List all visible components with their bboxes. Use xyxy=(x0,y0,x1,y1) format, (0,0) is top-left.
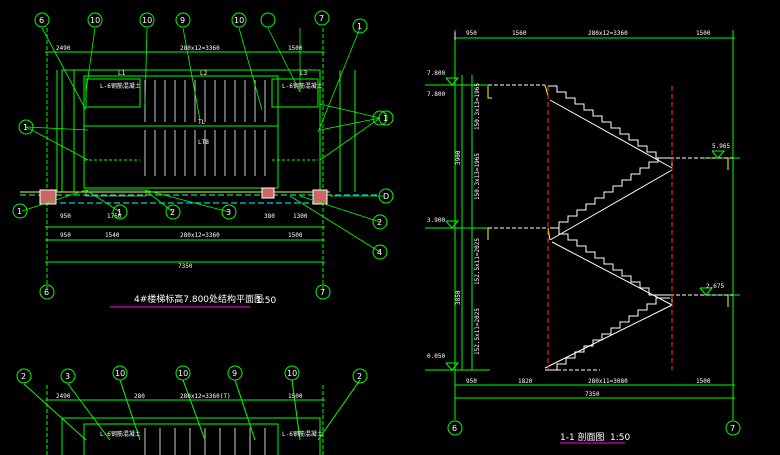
sec-elev-left-1: 7.800 xyxy=(427,91,445,98)
sec-height-2: 3850 xyxy=(455,290,462,305)
plan2-bubble-4: 10 xyxy=(178,369,188,378)
sec-flight-2: 150.3x13=1965 xyxy=(474,153,481,200)
bubble-top-3: 10 xyxy=(142,16,152,25)
plan-bot2-dim-1: 950 xyxy=(60,232,71,239)
section-scale: 1:50 xyxy=(610,433,630,443)
beam-label-ltb: LTB xyxy=(198,139,209,146)
sec-height-1: 3900 xyxy=(455,150,462,165)
plan2-top-dim-4: 1500 xyxy=(288,393,303,400)
sec-top-dim-2: 1560 xyxy=(512,30,527,37)
sec-elev-right-2: 2.675 xyxy=(706,283,724,290)
sec-top-dim-1: 950 xyxy=(466,30,477,37)
plan-view: 2490 280x12=3360 1500 950 1750 380 1300 … xyxy=(20,27,384,308)
sec-elev-left-2: 3.900 xyxy=(427,217,445,224)
bubble-right-2: 1 xyxy=(383,114,388,123)
sec-axis-right: 7 xyxy=(730,424,735,433)
plan2-top-dim-1: 2490 xyxy=(56,393,71,400)
plan2-bubble-3: 10 xyxy=(115,369,125,378)
sec-bot-dim-1: 950 xyxy=(466,378,477,385)
sec-top-dim-3: 280x12=3360 xyxy=(588,30,628,37)
plan-total-dim: 7350 xyxy=(178,263,193,270)
bubble-left-2: 1 xyxy=(17,207,22,216)
plan-bot1-dim-4: 1300 xyxy=(293,213,308,220)
plan-2-text: 2490 280 280x12=3360(T) 1500 L-6钢筋混凝土 L-… xyxy=(21,369,362,438)
plan2-bubble-5: 9 xyxy=(232,369,237,378)
beam-label-tl: TL xyxy=(198,119,206,126)
bubble-left-1: 1 xyxy=(23,123,28,132)
plan2-slab-left: L-6钢筋混凝土 xyxy=(100,430,141,438)
bubble-top-6: 7 xyxy=(319,14,324,23)
section-text: 950 1560 280x12=3360 1500 950 1820 280x1… xyxy=(427,30,735,443)
beam-label-l1: L1 xyxy=(118,70,126,77)
plan2-bubble-1: 2 xyxy=(21,372,26,381)
bubble-top-4: 9 xyxy=(180,16,185,25)
sec-flight-1: 150.3x13=1965 xyxy=(474,83,481,130)
plan2-top-dim-3: 280x12=3360(T) xyxy=(180,393,231,400)
plan-bot2-dim-3: 280x12=3360 xyxy=(180,232,220,239)
plan2-bubble-6: 10 xyxy=(287,369,297,378)
plan2-bubble-2: 3 xyxy=(65,372,70,381)
bubble-top-1: 6 xyxy=(39,16,44,25)
sec-top-dim-4: 1500 xyxy=(696,30,711,37)
plan-bubbles xyxy=(12,10,394,300)
bubble-right-1: 1 xyxy=(357,22,362,31)
slab-label-right: L-6钢筋混凝土 xyxy=(282,82,323,90)
plan-bot1-dim-1: 950 xyxy=(60,213,71,220)
sec-axis-left: 6 xyxy=(452,424,457,433)
sec-flight-3: 152.5x11=2025 xyxy=(474,238,481,285)
slab-label-left: L-6钢筋混凝土 xyxy=(100,82,141,90)
plan-view-2 xyxy=(16,365,368,455)
bubble-bot-1: 1 xyxy=(117,208,122,217)
sec-total-dim: 7350 xyxy=(585,391,600,398)
sec-bot-dim-2: 1820 xyxy=(518,378,533,385)
plan-axis-left: 6 xyxy=(44,288,49,297)
plan-bubble-text: 6 10 10 9 10 7 1 1 1 1 D 2 4 2 3 1 6 7 xyxy=(17,14,389,297)
plan-top-dim-1: 2490 xyxy=(56,45,71,52)
plan-bot1-dim-3: 380 xyxy=(264,213,275,220)
bubble-right-2b: 2 xyxy=(377,218,382,227)
sec-elev-top: 7.800 xyxy=(427,70,445,77)
plan-top-dim-3: 1500 xyxy=(288,45,303,52)
plan-bot2-dim-2: 1540 xyxy=(105,232,120,239)
plan2-bubble-7: 2 xyxy=(357,372,362,381)
plan2-slab-right: L-6钢筋混凝土 xyxy=(282,430,323,438)
plan-title: 4#楼梯标高7.800处结构平面图 xyxy=(134,293,263,305)
sec-bot-dim-3: 280x11=3080 xyxy=(588,378,628,385)
sec-elev-left-3: 0.050 xyxy=(427,353,445,360)
sec-bot-dim-4: 1500 xyxy=(696,378,711,385)
sec-elev-right-1: 5.965 xyxy=(712,143,730,150)
plan2-top-dim-2: 280 xyxy=(134,393,145,400)
bubble-top-5: 10 xyxy=(234,16,244,25)
bubble-bot-2: 2 xyxy=(170,208,175,217)
plan-top-dim-2: 280x12=3360 xyxy=(180,45,220,52)
plan-scale: 1:50 xyxy=(256,296,276,306)
bubble-bot-3: 3 xyxy=(226,208,231,217)
section-view xyxy=(425,30,741,444)
section-title: 1-1 剖面图 xyxy=(560,431,605,443)
plan-bot2-dim-4: 1500 xyxy=(288,232,303,239)
plan-axis-right: 7 xyxy=(320,288,325,297)
bubble-top-2: 10 xyxy=(90,16,100,25)
bubble-right-d: D xyxy=(383,192,389,201)
beam-label-l3: L3 xyxy=(300,70,308,77)
bubble-right-4: 4 xyxy=(377,248,382,257)
beam-label-l2: L2 xyxy=(200,70,208,77)
sec-flight-4: 152.5x11=2025 xyxy=(474,308,481,355)
